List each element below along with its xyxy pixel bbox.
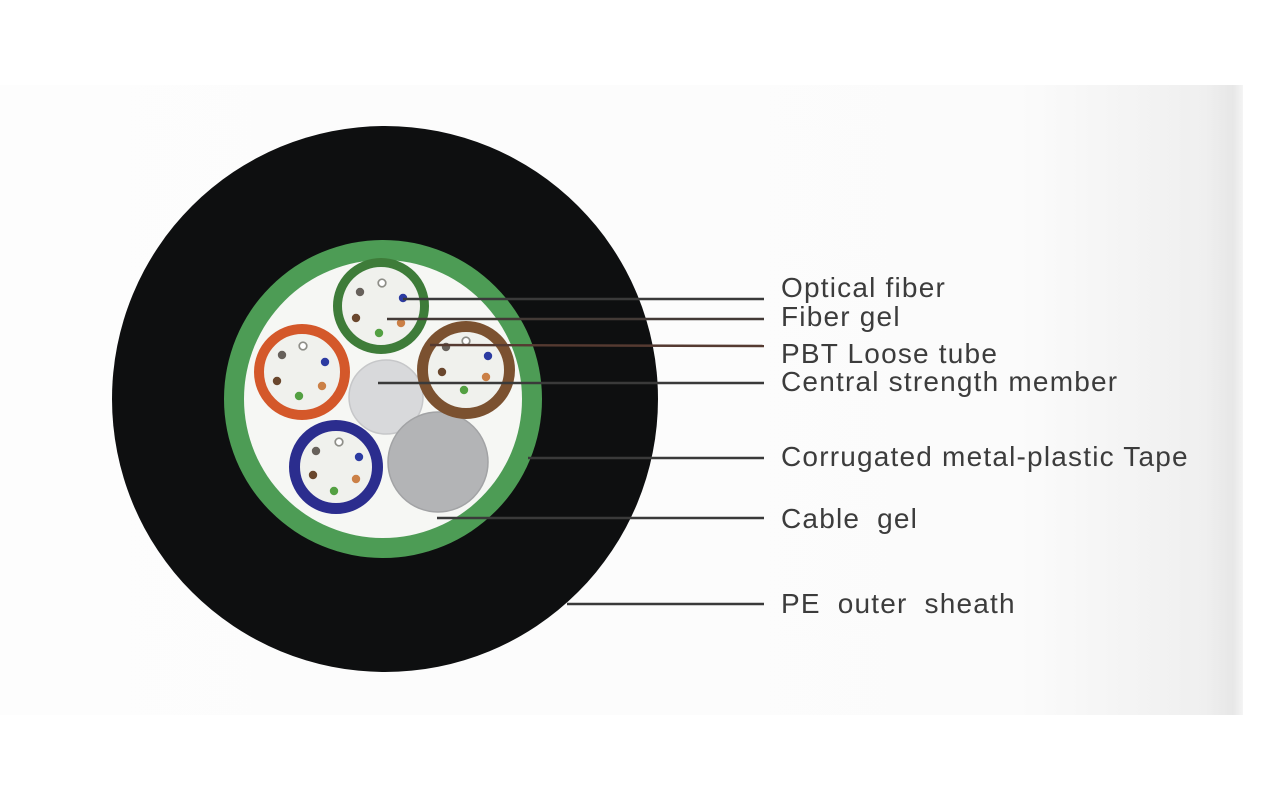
fiber-dot-brown xyxy=(437,367,447,377)
fiber-dot-white xyxy=(298,341,308,351)
fiber-dot-orange xyxy=(351,474,361,484)
loose-tube-green-ring xyxy=(333,258,429,354)
fiber-dot-gray xyxy=(355,287,365,297)
label-fiber-gel: Fiber gel xyxy=(781,301,901,332)
fiber-dot-white xyxy=(377,278,387,288)
label-pbt-loose-tube: PBT Loose tube xyxy=(781,338,999,369)
fiber-dot-green xyxy=(329,486,339,496)
fiber-dot-brown xyxy=(272,376,282,386)
label-optical-fiber: Optical fiber xyxy=(781,272,946,303)
fiber-dot-orange xyxy=(396,318,406,328)
label-central-strength-member: Central strength member xyxy=(781,366,1119,397)
fiber-dot-white xyxy=(334,437,344,447)
loose-tube-brown-ring xyxy=(417,321,515,419)
fiber-dot-gray xyxy=(311,446,321,456)
fiber-dot-gray xyxy=(277,350,287,360)
fiber-dot-green xyxy=(294,391,304,401)
label-corrugated-metal-plastic-tape: Corrugated metal-plastic Tape xyxy=(781,441,1189,472)
fiber-dot-white xyxy=(461,336,471,346)
fiber-dot-green xyxy=(374,328,384,338)
loose-tube-orange-ring xyxy=(254,324,350,420)
cable-gel-filler-circle xyxy=(387,411,489,513)
fiber-dot-blue xyxy=(320,357,330,367)
label-pe-outer-sheath: PE outer sheath xyxy=(781,588,1016,619)
label-cable-gel: Cable gel xyxy=(781,503,919,534)
fiber-dot-green xyxy=(459,385,469,395)
fiber-dot-blue xyxy=(354,452,364,462)
fiber-dot-blue xyxy=(483,351,493,361)
fiber-dot-brown xyxy=(351,313,361,323)
central-strength-member-circle xyxy=(348,359,424,435)
fiber-dot-orange xyxy=(481,372,491,382)
leader-line-pbt-loose-tube xyxy=(429,343,765,348)
loose-tube-blue-ring xyxy=(289,420,383,514)
fiber-dot-orange xyxy=(317,381,327,391)
fiber-dot-brown xyxy=(308,470,318,480)
